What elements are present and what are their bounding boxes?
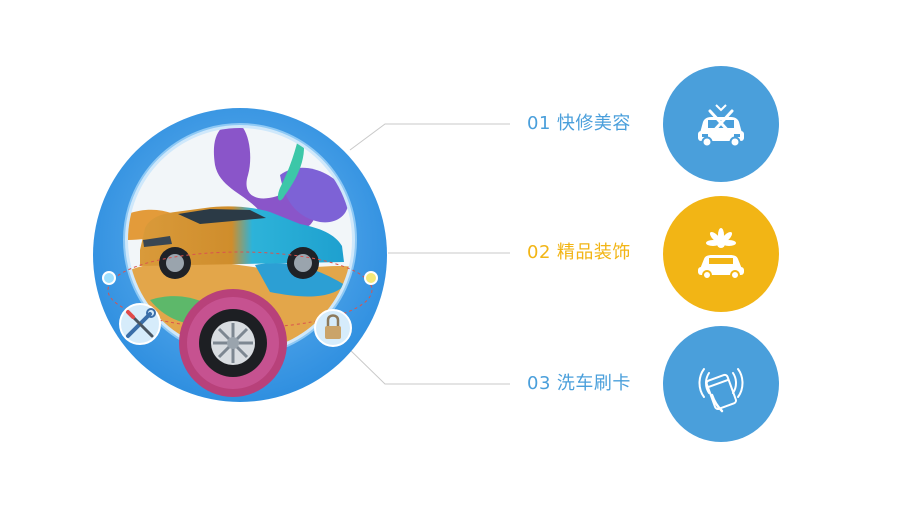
wrench-screwdriver-icon: [119, 303, 161, 345]
paint-splash-scene: [128, 128, 352, 352]
tire-icon: [179, 289, 287, 397]
feature-number: 02: [527, 242, 551, 263]
car-decoration-icon: [698, 228, 744, 280]
orbit-dot-left: [102, 271, 116, 285]
connector-line-03: [344, 344, 510, 385]
feature-title: 精品装饰: [556, 242, 631, 263]
padlock-icon: [314, 309, 352, 347]
card-swipe-icon: [698, 368, 744, 413]
feature-circle-03: [663, 326, 779, 442]
orbit-dot-right: [364, 271, 378, 285]
feature-number: 03: [527, 373, 551, 394]
connector-line-01: [349, 123, 510, 151]
feature-circle-02: [663, 196, 779, 312]
connector-lines: [344, 123, 510, 385]
feature-circle-01: [663, 66, 779, 182]
feature-title: 快修美容: [556, 113, 631, 134]
feature-title: 洗车刷卡: [556, 373, 631, 394]
car-repair-icon: [698, 104, 744, 148]
feature-number: 01: [527, 113, 551, 134]
orbit-dashed: [107, 251, 373, 329]
